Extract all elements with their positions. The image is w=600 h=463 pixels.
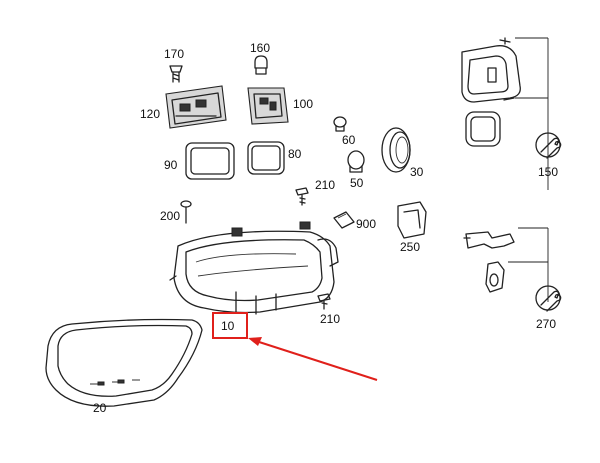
- label-80: 80: [288, 147, 302, 161]
- label-30: 30: [410, 165, 424, 179]
- highlight-part-10: 10: [212, 312, 378, 381]
- part-90-gasket[interactable]: 90: [164, 142, 235, 180]
- part-80-gasket[interactable]: 80: [247, 141, 302, 175]
- wrench-icon: [540, 290, 562, 312]
- part-50-bulb[interactable]: 50: [347, 150, 365, 190]
- label-20: 20: [93, 401, 107, 415]
- label-270: 270: [536, 317, 556, 331]
- highlight-arrow-line: [255, 340, 378, 381]
- highlight-arrowhead: [248, 337, 262, 346]
- label-60: 60: [342, 133, 356, 147]
- label-170: 170: [164, 47, 184, 61]
- label-100: 100: [293, 97, 313, 111]
- part-30-cover-cap[interactable]: 30: [381, 127, 424, 179]
- label-50: 50: [350, 176, 364, 190]
- part-20-lens-cover[interactable]: 20: [45, 318, 203, 416]
- highlight-box: [212, 312, 248, 339]
- part-270-sensor-group[interactable]: 270: [463, 227, 562, 331]
- part-210-screw-upper[interactable]: 210: [295, 178, 335, 206]
- part-900-connector[interactable]: 900: [333, 211, 376, 231]
- label-210-lower: 210: [320, 312, 340, 326]
- label-120: 120: [140, 107, 160, 121]
- part-250-bracket[interactable]: 250: [397, 201, 427, 254]
- label-200: 200: [160, 209, 180, 223]
- label-160: 160: [250, 41, 270, 55]
- label-210-upper: 210: [315, 178, 335, 192]
- part-120-control-module[interactable]: 120: [140, 85, 227, 129]
- label-150: 150: [538, 165, 558, 179]
- wrench-icon: [540, 137, 562, 159]
- part-210-screw-lower[interactable]: 210: [317, 293, 340, 326]
- part-170-screw[interactable]: 170: [164, 47, 184, 83]
- label-10: 10: [221, 319, 235, 333]
- part-60-bulb[interactable]: 60: [333, 116, 356, 147]
- part-100-led-module[interactable]: 100: [247, 87, 313, 125]
- part-150-cover-group[interactable]: 150: [461, 37, 562, 190]
- label-90: 90: [164, 158, 178, 172]
- part-160-bulb[interactable]: 160: [250, 41, 270, 75]
- label-900: 900: [356, 217, 376, 231]
- label-250: 250: [400, 240, 420, 254]
- part-200-screw[interactable]: 200: [160, 200, 192, 224]
- part-10-headlamp-housing[interactable]: [169, 221, 339, 315]
